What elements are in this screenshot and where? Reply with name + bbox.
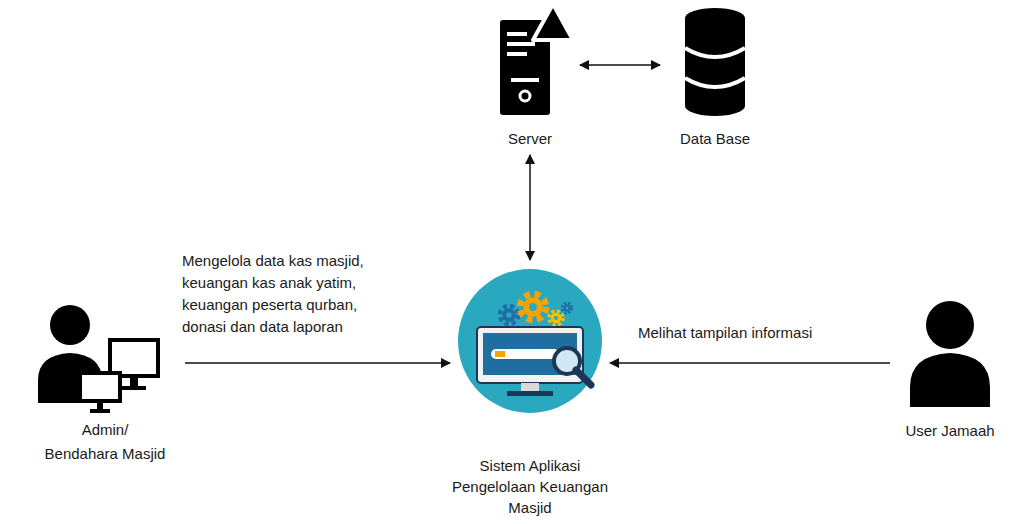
node-label: Sistem Aplikasi Pengelolaan Keuangan Mas… xyxy=(440,455,620,518)
icon-node: Sistem Aplikasi Pengelolaan Keuangan Mas… xyxy=(430,265,630,518)
icon-node: Server xyxy=(485,0,575,150)
node-label: Server xyxy=(485,128,575,150)
node-label: User Jamaah xyxy=(895,420,1005,442)
edge-label: Mengelola data kas masjid, keuangan kas … xyxy=(182,250,382,338)
app-icon xyxy=(455,265,605,455)
arrow-connector xyxy=(610,362,890,364)
node-label: Admin/ Bendahara Masjid xyxy=(43,418,167,466)
icon-node: User Jamaah xyxy=(895,295,1005,442)
db-icon xyxy=(665,0,765,128)
arrow-connector xyxy=(529,155,531,260)
node-label: Data Base xyxy=(665,128,765,150)
edge-label: Melihat tampilan informasi xyxy=(638,322,888,344)
admin-icon xyxy=(30,285,180,418)
icon-node: Data Base xyxy=(665,0,765,150)
server-icon xyxy=(485,0,575,128)
arrow-connector xyxy=(580,64,660,66)
arrow-connector xyxy=(185,362,450,364)
icon-node: Admin/ Bendahara Masjid xyxy=(30,285,180,466)
user-icon xyxy=(895,295,1005,420)
